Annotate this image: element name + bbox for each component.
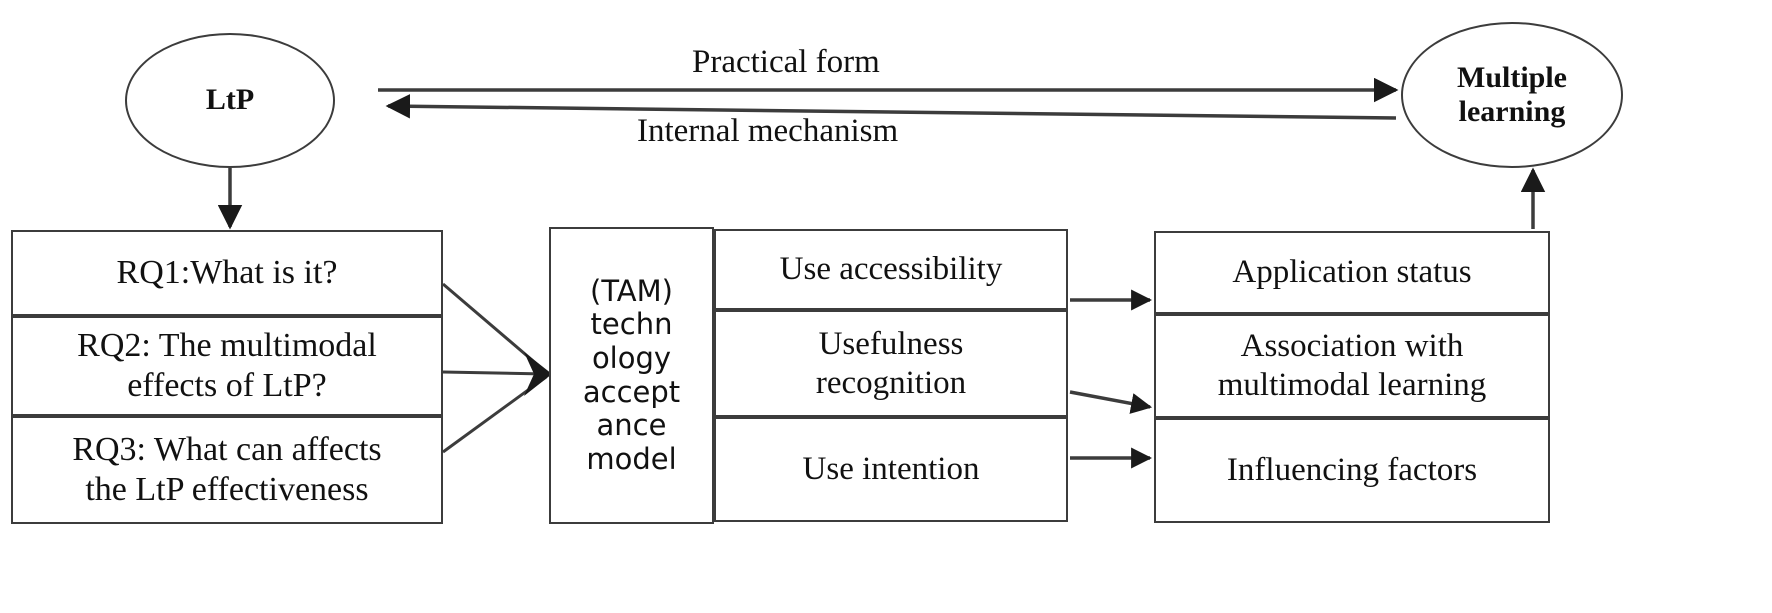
node-association-with-multimodal-learning[interactable]: Association with multimodal learning: [1154, 314, 1550, 418]
node-use-accessibility[interactable]: Use accessibility: [714, 229, 1068, 310]
node-rq3-line1: RQ3: What can affects: [72, 430, 382, 468]
edge-rq2-to-tam: [442, 370, 547, 376]
node-application-status[interactable]: Application status: [1154, 231, 1550, 314]
node-tam-line-5: model: [586, 441, 677, 476]
node-rq1-label: RQ1:What is it?: [116, 254, 338, 291]
node-tam-line-4: ance: [596, 408, 667, 443]
edge-label-internal-mechanism: Internal mechanism: [637, 113, 899, 149]
node-rq2[interactable]: RQ2: The multimodal effects of LtP?: [11, 316, 443, 416]
node-use-intention[interactable]: Use intention: [714, 417, 1068, 522]
edge-usefulness-to-association: [1069, 390, 1153, 414]
node-ltp-label: LtP: [205, 83, 255, 117]
node-rq1[interactable]: RQ1:What is it?: [11, 230, 443, 316]
node-use-accessibility-label: Use accessibility: [779, 251, 1003, 287]
node-rq3-line2: the LtP effectiveness: [85, 471, 369, 508]
node-association-line2: multimodal learning: [1217, 367, 1487, 403]
node-tam-line-3: accept: [582, 374, 681, 409]
node-rq2-line2: effects of LtP?: [127, 367, 327, 404]
edge-rq3-to-tam: [442, 375, 547, 454]
node-rq3[interactable]: RQ3: What can affects the LtP effectiven…: [11, 416, 443, 524]
node-rq2-line1: RQ2: The multimodal: [77, 326, 377, 364]
node-multiple-learning-line2: learning: [1458, 95, 1566, 128]
node-rq2-label: RQ2: The multimodal effects of LtP?: [77, 326, 377, 406]
node-use-intention-label: Use intention: [802, 451, 980, 487]
node-influencing-factors[interactable]: Influencing factors: [1154, 418, 1550, 523]
edge-label-practical-form: Practical form: [692, 44, 880, 80]
node-association-line1: Association with: [1240, 328, 1464, 365]
node-multiple-learning-line1: Multiple: [1457, 60, 1567, 94]
node-tam-line-1: techn: [590, 307, 673, 342]
node-multiple-learning-label: Multiple learning: [1457, 61, 1567, 130]
node-ltp[interactable]: LtP: [125, 33, 335, 168]
node-usefulness-line2: recognition: [815, 364, 967, 401]
node-application-status-label: Application status: [1232, 254, 1472, 290]
node-rq3-label: RQ3: What can affects the LtP effectiven…: [72, 430, 381, 510]
node-usefulness-recognition[interactable]: Usefulness recognition: [714, 310, 1068, 417]
edge-converge-arrowhead: [524, 352, 552, 396]
edge-rq1-to-tam: [442, 282, 547, 374]
node-tam[interactable]: (TAM) techn ology accept ance model: [549, 227, 714, 524]
node-usefulness-recognition-label: Usefulness recognition: [816, 325, 966, 403]
node-tam-label: (TAM) techn ology accept ance model: [582, 273, 681, 477]
node-influencing-factors-label: Influencing factors: [1226, 452, 1478, 488]
node-tam-line-2: ology: [591, 340, 672, 375]
node-usefulness-line1: Usefulness: [818, 325, 964, 362]
node-tam-line-0: (TAM): [590, 273, 673, 308]
node-association-label: Association with multimodal learning: [1218, 327, 1487, 405]
node-multiple-learning[interactable]: Multiple learning: [1401, 22, 1623, 168]
